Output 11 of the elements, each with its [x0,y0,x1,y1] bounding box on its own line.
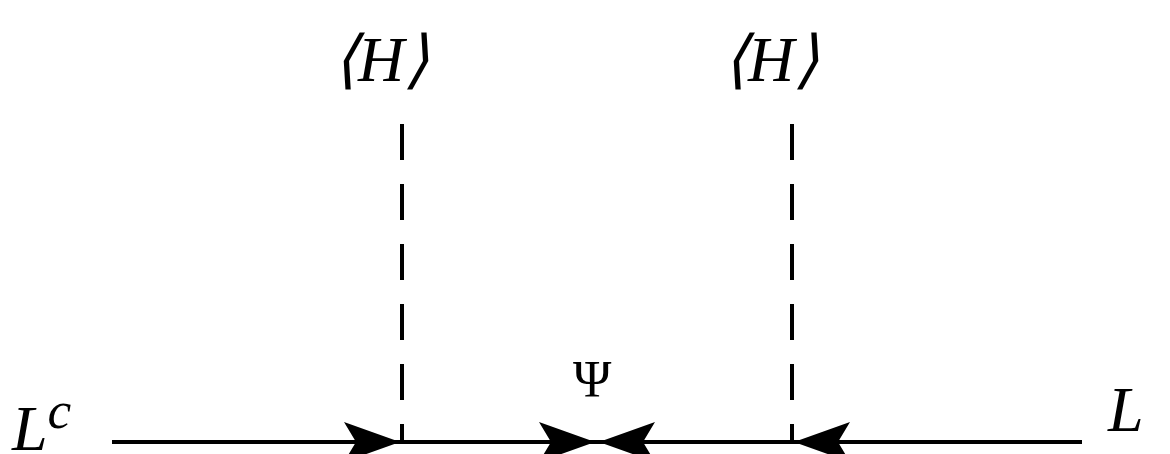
field-symbol: L [1108,378,1144,442]
dashed-line [790,124,794,440]
field-symbol: ⟨H⟩ [723,28,820,92]
arrow-line [599,422,790,454]
dashed-line [400,124,404,440]
arrow-line [404,422,595,454]
arrow-line [112,422,400,454]
field-symbol: Ψ [573,350,612,410]
arrow-line [794,422,1082,454]
field-symbol: L$^{c}$ [12,378,72,454]
field-symbol: ⟨H⟩ [333,28,430,92]
